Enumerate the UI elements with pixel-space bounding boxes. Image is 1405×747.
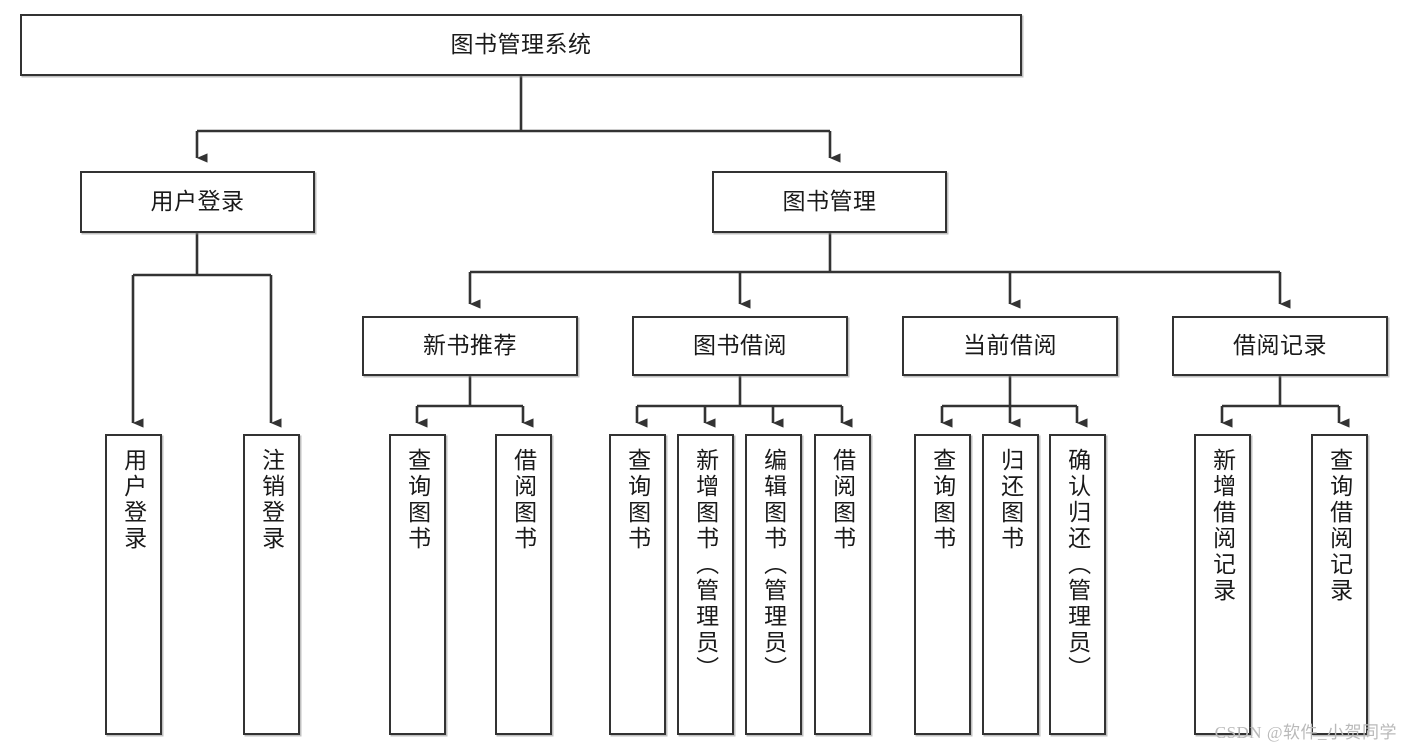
leaf-borrow-book[interactable]: 借阅图书 (814, 434, 871, 735)
node-current-borrow[interactable]: 当前借阅 (902, 316, 1118, 376)
leaf-query-borrow-record[interactable]: 查询借阅记录 (1311, 434, 1368, 735)
leaf-add-book-admin[interactable]: 新增图书（管理员） (677, 434, 734, 735)
node-user-login[interactable]: 用户登录 (80, 171, 315, 233)
node-book-management[interactable]: 图书管理 (712, 171, 947, 233)
node-label: 借阅图书 (510, 448, 537, 552)
leaf-query-book-recommend[interactable]: 查询图书 (389, 434, 446, 735)
node-label: 查询借阅记录 (1326, 448, 1353, 604)
node-root-book-management-system[interactable]: 图书管理系统 (20, 14, 1022, 76)
node-label: 图书管理系统 (450, 31, 592, 58)
node-label: 当前借阅 (963, 332, 1057, 359)
node-label: 编辑图书（管理员） (760, 448, 787, 682)
node-label: 图书借阅 (693, 332, 787, 359)
watermark-text: CSDN @软件_小贺同学 (1214, 723, 1397, 742)
node-label: 查询图书 (404, 448, 431, 552)
node-label: 借阅图书 (829, 448, 856, 552)
leaf-user-login[interactable]: 用户登录 (105, 434, 162, 735)
node-new-book-recommend[interactable]: 新书推荐 (362, 316, 578, 376)
node-book-borrow[interactable]: 图书借阅 (632, 316, 848, 376)
leaf-query-book-borrow[interactable]: 查询图书 (609, 434, 666, 735)
node-label: 确认归还（管理员） (1064, 448, 1091, 682)
leaf-user-logout[interactable]: 注销登录 (243, 434, 300, 735)
leaf-add-borrow-record[interactable]: 新增借阅记录 (1194, 434, 1251, 735)
node-borrow-record[interactable]: 借阅记录 (1172, 316, 1388, 376)
leaf-edit-book-admin[interactable]: 编辑图书（管理员） (745, 434, 802, 735)
node-label: 注销登录 (258, 448, 285, 552)
node-label: 用户登录 (120, 448, 147, 552)
node-label: 新书推荐 (423, 332, 517, 359)
leaf-borrow-book-recommend[interactable]: 借阅图书 (495, 434, 552, 735)
leaf-return-book[interactable]: 归还图书 (982, 434, 1039, 735)
node-label: 借阅记录 (1233, 332, 1327, 359)
node-label: 用户登录 (150, 188, 245, 215)
leaf-query-book-current[interactable]: 查询图书 (914, 434, 971, 735)
node-label: 查询图书 (624, 448, 651, 552)
node-label: 图书管理 (782, 188, 877, 215)
node-label: 归还图书 (997, 448, 1024, 552)
leaf-confirm-return-admin[interactable]: 确认归还（管理员） (1049, 434, 1106, 735)
node-label: 新增借阅记录 (1209, 448, 1236, 604)
node-label: 新增图书（管理员） (692, 448, 719, 682)
node-label: 查询图书 (929, 448, 956, 552)
